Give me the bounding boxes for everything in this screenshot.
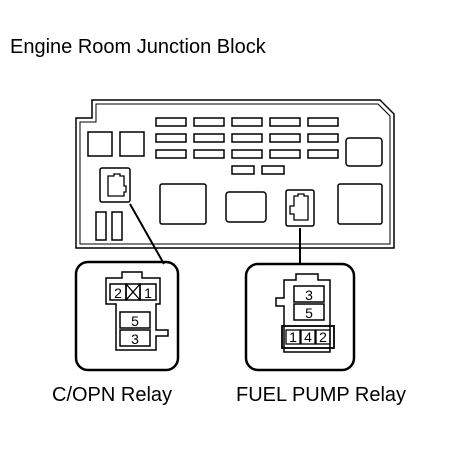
leader-lines: [129, 203, 301, 265]
copn-pin-labels: 2 1 5 3: [114, 285, 152, 347]
small-vertical-slots: [95, 211, 123, 241]
fuel-pump-pin-3: 3: [305, 287, 313, 303]
copn-pin-1: 1: [144, 285, 152, 301]
fuel-pump-connector-view: [244, 262, 356, 372]
copn-relay-label: C/OPN Relay: [52, 384, 173, 406]
fuel-pump-relay-label: FUEL PUMP Relay: [236, 384, 407, 406]
copn-relay-slot: [99, 167, 131, 203]
copn-pin-3: 3: [131, 331, 139, 347]
diagram-title: Engine Room Junction Block: [10, 36, 266, 58]
copn-pin-2: 2: [114, 285, 122, 301]
fuse-slots-large: [87, 131, 145, 157]
fuel-pump-relay-slot: [285, 189, 315, 227]
fuse-slot-grid: [155, 117, 339, 175]
fuel-pump-pin-5: 5: [305, 305, 313, 321]
fuel-pump-pin-1: 1: [289, 329, 297, 345]
fuel-pump-pin-labels: 3 5 1 4 2: [289, 287, 327, 345]
fuel-pump-pin-4: 4: [304, 329, 312, 345]
junction-block-outline: [75, 99, 395, 249]
copn-pin-5: 5: [131, 313, 139, 329]
copn-connector-view: [74, 260, 180, 372]
fuel-pump-pin-2: 2: [319, 329, 327, 345]
relay-slots: [159, 137, 383, 225]
